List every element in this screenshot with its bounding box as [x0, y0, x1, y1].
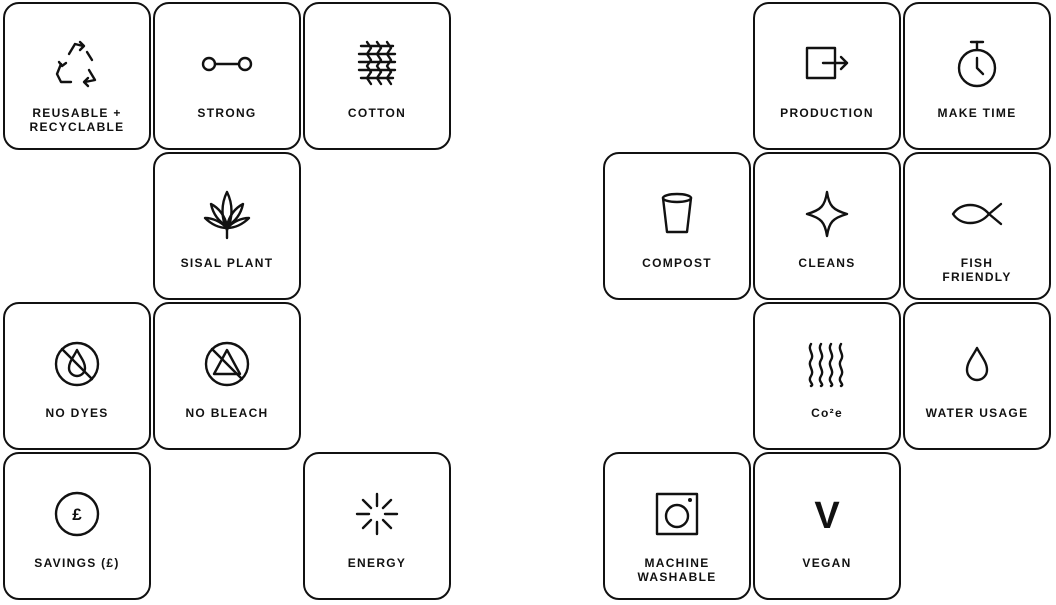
tile-energy: ENERGY — [303, 452, 451, 600]
tile-label: COMPOST — [642, 256, 712, 270]
sparkle-icon — [755, 184, 899, 244]
no-bleach-icon — [155, 334, 299, 394]
leaf-icon — [155, 184, 299, 244]
tile-label: FISH FRIENDLY — [942, 256, 1012, 284]
tile-label: REUSABLE + RECYCLABLE — [29, 106, 125, 134]
woven-fibre-icon — [305, 34, 449, 94]
stopwatch-icon — [905, 34, 1049, 94]
tile-label: WATER USAGE — [925, 406, 1029, 420]
tile-label: SISAL PLANT — [180, 256, 274, 270]
tile-label: Co²e — [811, 406, 843, 420]
tile-cotton: COTTON — [303, 2, 451, 150]
tile-sisal-plant: SISAL PLANT — [153, 152, 301, 300]
tile-compost: COMPOST — [603, 152, 751, 300]
tile-cleans: CLEANS — [753, 152, 901, 300]
recycle-icon — [5, 34, 149, 94]
tile-label: MACHINE WASHABLE — [637, 556, 717, 584]
tile-label: ENERGY — [347, 556, 407, 570]
tile-machine-washable: MACHINE WASHABLE — [603, 452, 751, 600]
tile-label: PRODUCTION — [780, 106, 874, 120]
tile-water-usage: WATER USAGE — [903, 302, 1051, 450]
tile-label: CLEANS — [798, 256, 856, 270]
export-box-icon — [755, 34, 899, 94]
tile-vegan: V VEGAN — [753, 452, 901, 600]
pound-symbol: £ — [72, 505, 82, 524]
tile-label: NO DYES — [45, 406, 109, 420]
tile-savings: £ SAVINGS (£) — [3, 452, 151, 600]
energy-burst-icon — [305, 484, 449, 544]
tile-strong: STRONG — [153, 2, 301, 150]
vegan-symbol: V — [814, 495, 840, 537]
tile-label: COTTON — [347, 106, 407, 120]
tile-label: MAKE TIME — [937, 106, 1017, 120]
link-icon — [155, 34, 299, 94]
fish-icon — [905, 184, 1049, 244]
washing-machine-icon — [605, 484, 749, 544]
tile-production: PRODUCTION — [753, 2, 901, 150]
tile-label: SAVINGS (£) — [34, 556, 120, 570]
pound-coin-icon: £ — [5, 484, 149, 544]
vegan-v-icon: V — [755, 484, 899, 544]
tile-label: STRONG — [197, 106, 257, 120]
water-drop-icon — [905, 334, 1049, 394]
no-dye-icon — [5, 334, 149, 394]
cup-icon — [605, 184, 749, 244]
tile-no-bleach: NO BLEACH — [153, 302, 301, 450]
heat-waves-icon — [755, 334, 899, 394]
tile-co2e: Co²e — [753, 302, 901, 450]
tile-no-dyes: NO DYES — [3, 302, 151, 450]
tile-label: VEGAN — [802, 556, 852, 570]
tile-label: NO BLEACH — [185, 406, 269, 420]
tile-fish-friendly: FISH FRIENDLY — [903, 152, 1051, 300]
tile-make-time: MAKE TIME — [903, 2, 1051, 150]
tile-reusable-recyclable: REUSABLE + RECYCLABLE — [3, 2, 151, 150]
